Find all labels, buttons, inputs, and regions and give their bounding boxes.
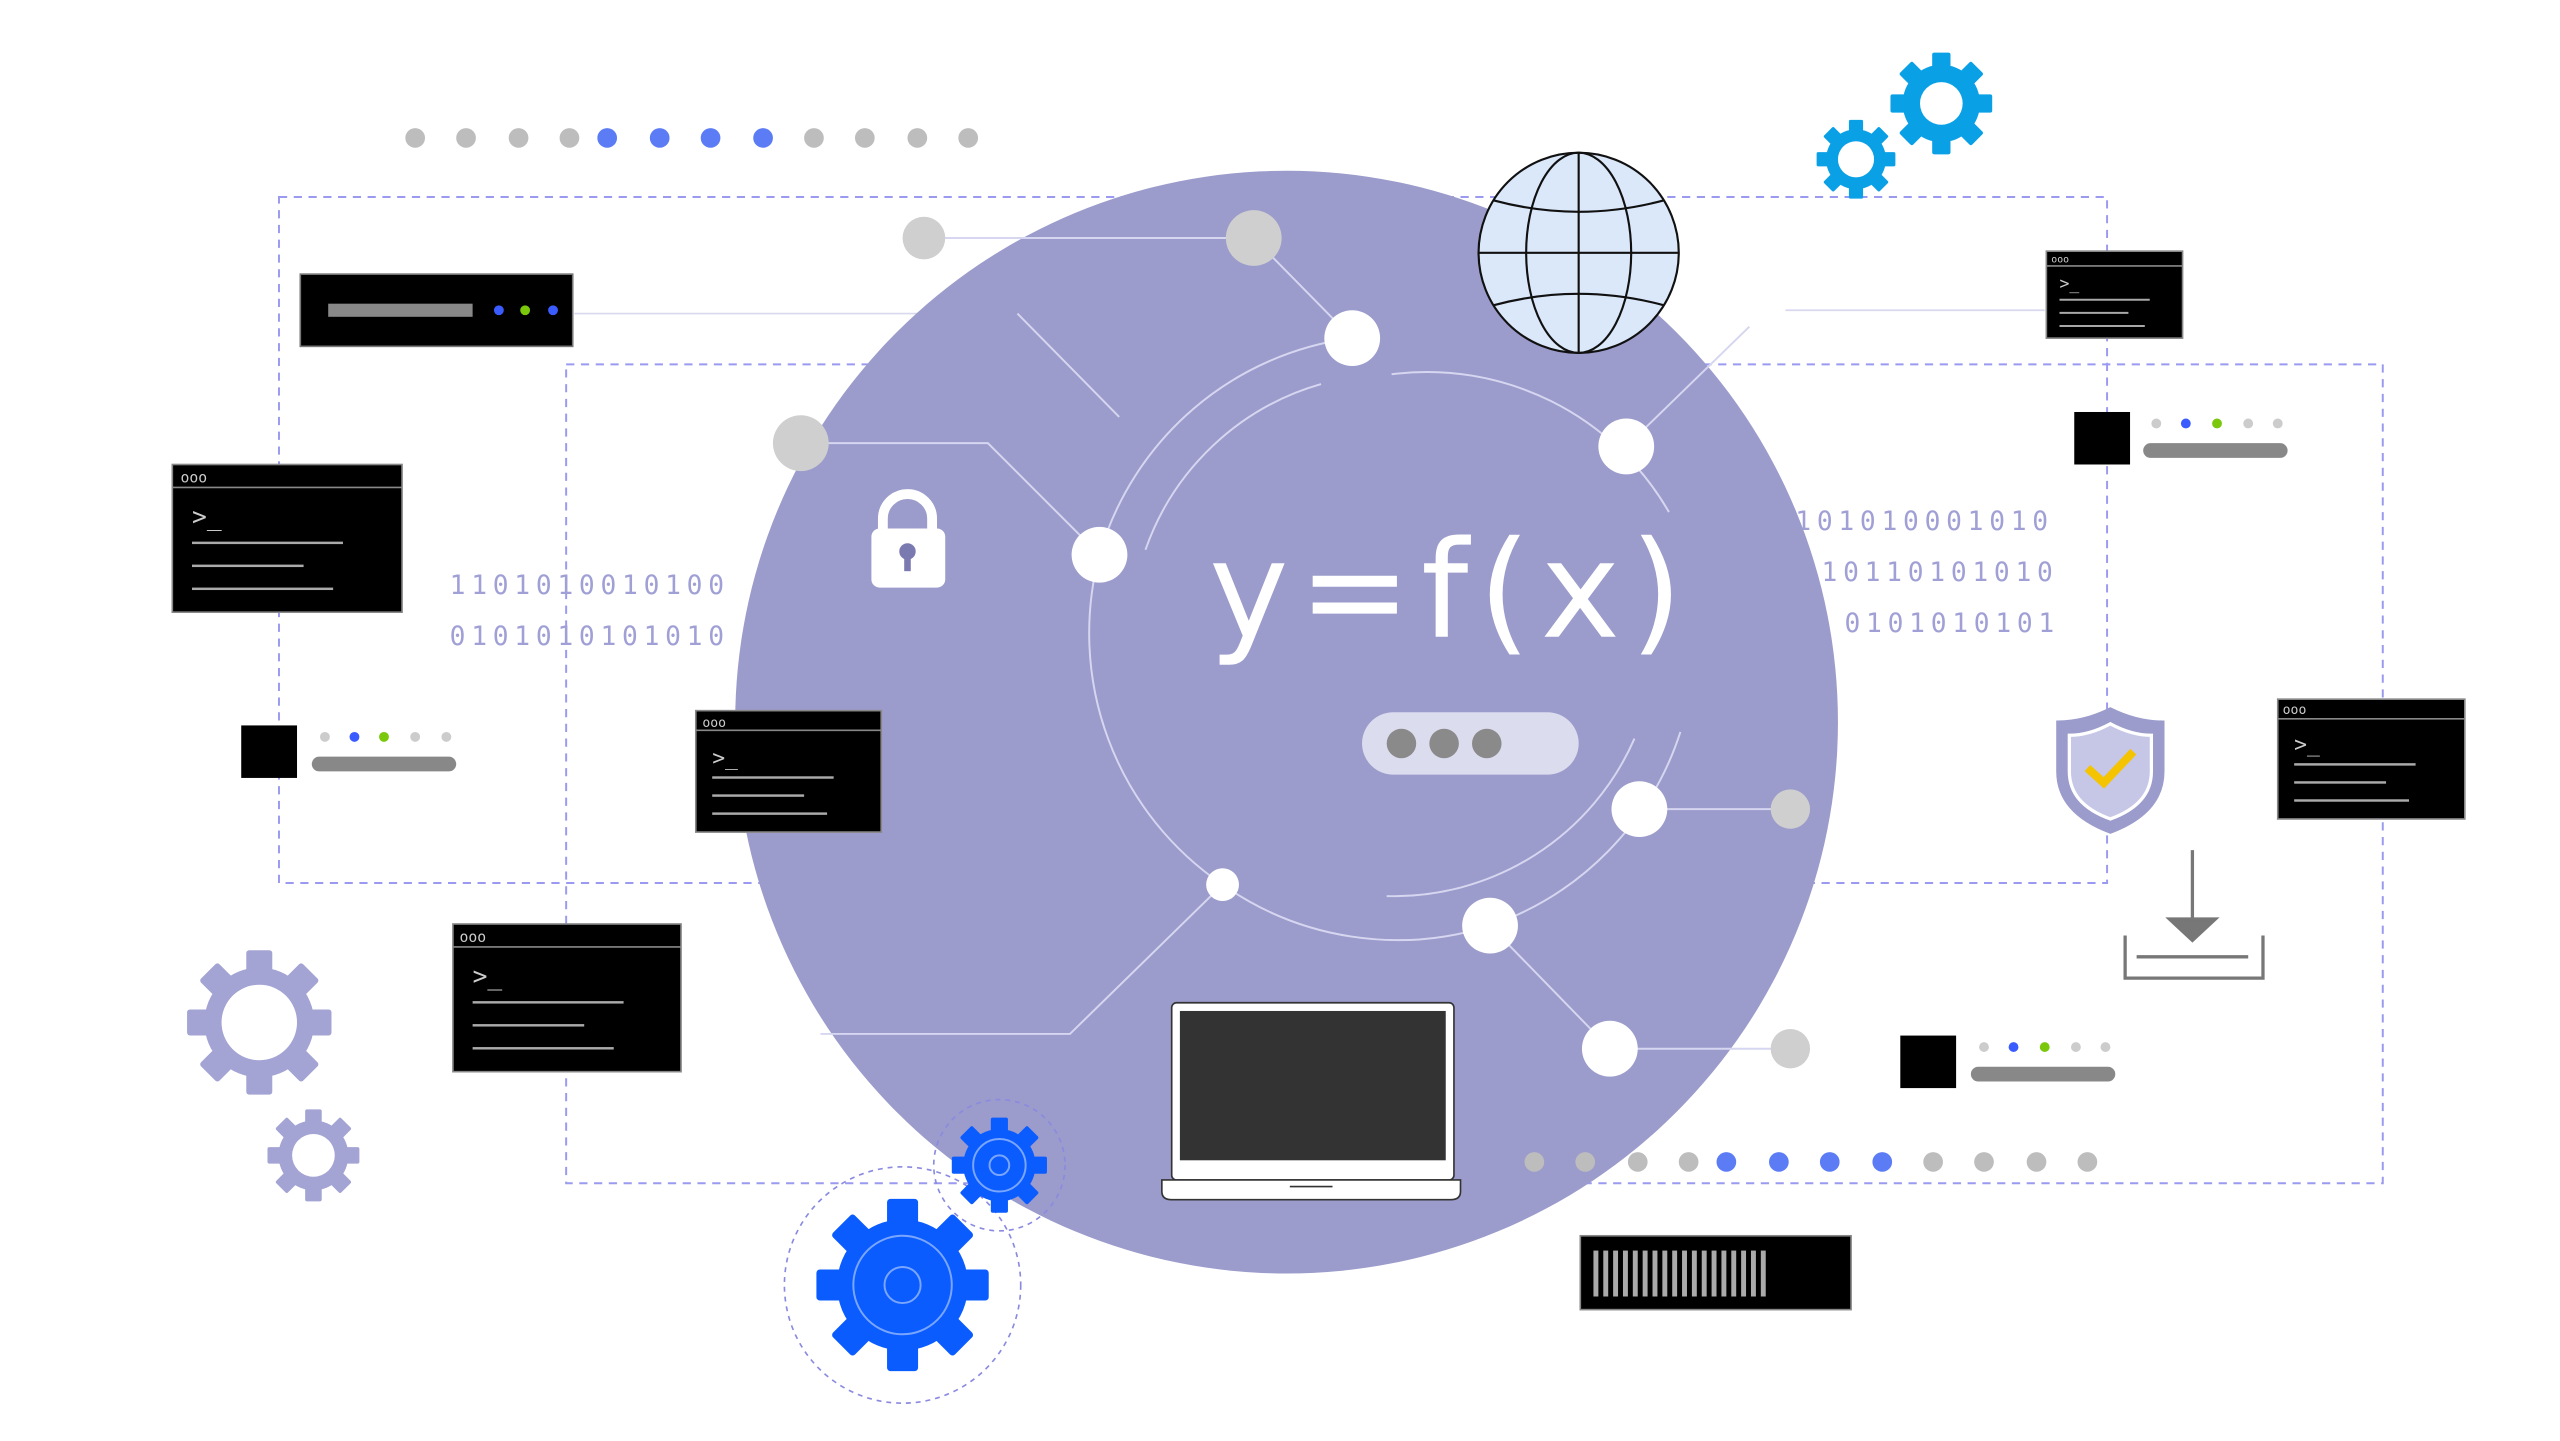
status-widget-right-bottom (1900, 1035, 2116, 1089)
laptop-icon (1161, 1001, 1462, 1201)
binary-left-1: 1101010010100 (450, 571, 730, 601)
status-widget-right-top (2074, 411, 2288, 465)
gear-icon (1816, 52, 1993, 199)
dot-row-top (405, 128, 979, 148)
svg-text:>_: >_ (192, 502, 222, 531)
server-icon (299, 273, 574, 348)
formula-text: y=f(x) (1209, 512, 1692, 669)
lock-icon (871, 489, 946, 588)
svg-text:ooo: ooo (2051, 255, 2069, 266)
terminal-icon: ooo >_ (2045, 250, 2184, 339)
dot-row-bottom (1524, 1152, 2098, 1172)
gear-icon (187, 950, 360, 1202)
gear-icon (783, 1098, 1066, 1404)
svg-text:ooo: ooo (459, 929, 486, 946)
shield-check-icon (2056, 707, 2165, 834)
terminal-icon: ooo >_ (2276, 698, 2466, 820)
password-field (1362, 712, 1579, 775)
svg-text:>_: >_ (473, 962, 503, 991)
svg-text:ooo: ooo (702, 716, 726, 731)
svg-text:ooo: ooo (181, 470, 208, 487)
binary-left-2: 0101010101010 (450, 622, 730, 652)
globe-icon (1477, 151, 1680, 354)
svg-text:>_: >_ (2059, 274, 2079, 293)
terminal-icon: ooo >_ (694, 709, 883, 833)
download-icon (2123, 850, 2265, 980)
terminal-icon: ooo >_ (171, 463, 403, 614)
terminal-icon: ooo >_ (452, 923, 682, 1073)
binary-right-1: 101010001010 (1795, 507, 2054, 537)
central-circle (735, 170, 1838, 1274)
binary-right-3: 0101010101 (1845, 609, 2060, 639)
svg-text:>_: >_ (712, 746, 738, 771)
status-widget-left (241, 725, 457, 778)
binary-right-2: 10110101010 (1822, 558, 2059, 588)
svg-text:>_: >_ (2294, 733, 2320, 758)
network-nodes (772, 210, 1811, 1077)
svg-text:ooo: ooo (2283, 703, 2307, 718)
storage-bar-icon (1579, 1234, 1852, 1311)
